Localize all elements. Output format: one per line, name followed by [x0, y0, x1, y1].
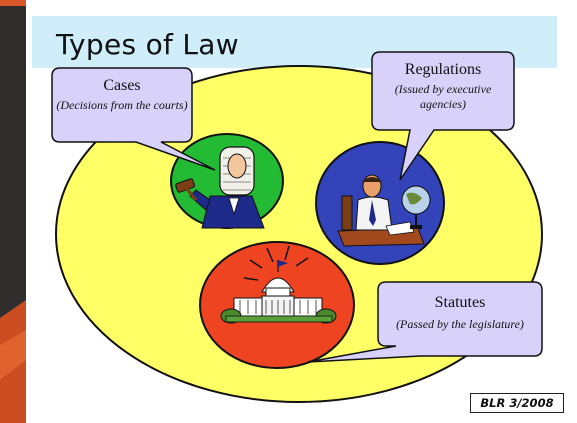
cases-callout-text: Cases (Decisions from the courts) [56, 76, 188, 113]
statutes-callout-text: Statutes (Passed by the legislature) [382, 293, 538, 332]
capitol-building-icon [220, 245, 337, 324]
statutes-subtitle: (Passed by the legislature) [396, 317, 524, 331]
regulations-callout [371, 51, 515, 181]
slide-canvas: Types of Law Cases (Decisions from the c… [26, 0, 577, 423]
cases-callout [51, 67, 216, 171]
official-at-desk-with-globe-icon [337, 174, 431, 247]
regulations-subtitle: (Issued by executive agencies) [394, 82, 492, 111]
types-of-law-diagram [51, 51, 543, 403]
statutes-callout [307, 281, 543, 363]
regulations-title: Regulations [404, 61, 482, 78]
regulations-callout-text: Regulations (Issued by executive agencie… [378, 60, 508, 112]
cases-subtitle: (Decisions from the courts) [56, 98, 188, 112]
cases-title: Cases [103, 77, 141, 94]
judge-with-gavel-icon [175, 146, 265, 229]
slide-title: Types of Law [56, 28, 239, 61]
credit-label: BLR 3/2008 [470, 393, 564, 413]
statutes-title: Statutes [434, 294, 486, 311]
